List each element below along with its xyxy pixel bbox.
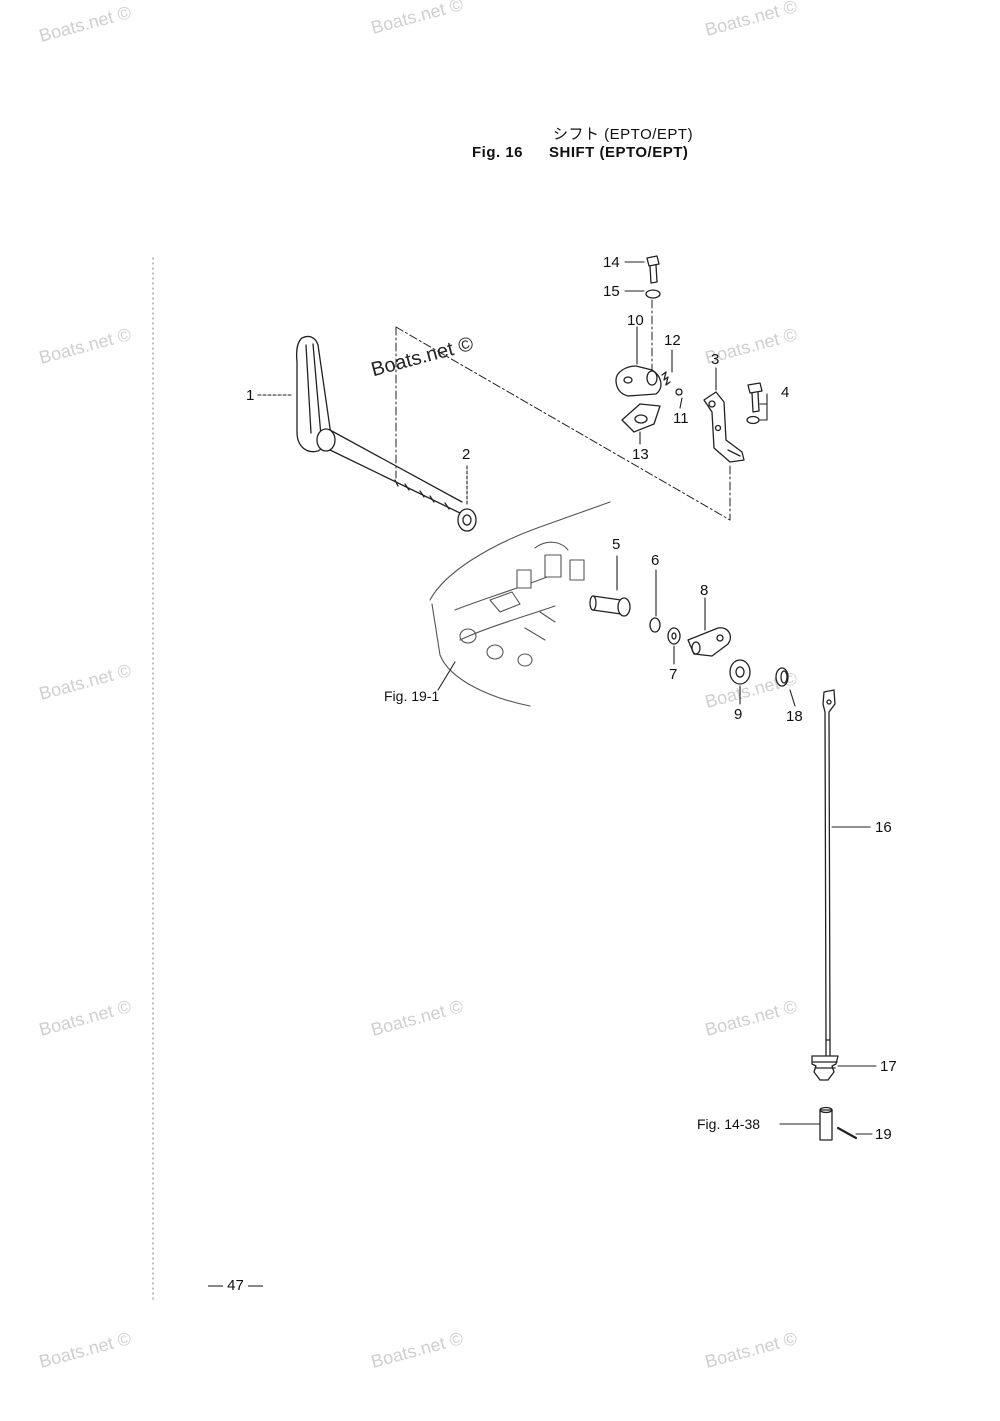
part-2-bushing (457, 508, 477, 532)
callout-3: 3 (711, 351, 720, 368)
callout-5: 5 (612, 536, 621, 553)
callout-12: 12 (664, 332, 681, 349)
callout-4: 4 (781, 384, 790, 401)
callout-13: 13 (632, 446, 649, 463)
assembly-leader (395, 299, 731, 521)
callout-18: 18 (786, 708, 803, 725)
callout-10: 10 (627, 312, 644, 329)
part-10-clamp (615, 365, 662, 397)
part-6-washer (649, 617, 661, 633)
callout-17: 17 (880, 1058, 897, 1075)
part-4-screw (746, 382, 763, 425)
callout-1: 1 (246, 387, 255, 404)
part-19-pin (836, 1126, 858, 1140)
engine-block-reference (429, 501, 611, 707)
callout-7: 7 (669, 666, 678, 683)
figure-number: Fig. 16 (472, 144, 524, 161)
lower-shift-shaft (819, 1106, 833, 1141)
figure-reference-14-38: Fig. 14-38 (697, 1116, 761, 1132)
part-13-gasket (621, 403, 661, 433)
part-14-bolt (646, 255, 660, 284)
part-12-spring (661, 371, 671, 386)
callout-11: 11 (673, 410, 689, 427)
part-1-shift-lever (296, 335, 463, 515)
part-9-nut (729, 659, 751, 685)
part-3-bracket (703, 391, 745, 463)
callout-15: 15 (603, 283, 620, 300)
figure-title: SHIFT (EPTO/EPT) (549, 144, 689, 161)
figure-title-jp: シフト (EPTO/EPT) (553, 126, 694, 143)
callout-leaders (257, 261, 877, 1135)
figure-reference-19-1: Fig. 19-1 (384, 688, 440, 704)
part-11-ball (675, 388, 683, 396)
part-7-washer (667, 627, 681, 645)
part-15-washer (645, 289, 661, 299)
callout-9: 9 (734, 706, 743, 723)
page-number: — 47 — (208, 1277, 264, 1294)
part-17-rod-guide (811, 1055, 839, 1081)
part-16-shift-rod (822, 689, 836, 1056)
part-18-grommet (775, 667, 789, 687)
callout-14: 14 (603, 254, 620, 271)
callout-16: 16 (875, 819, 892, 836)
part-8-shift-arm (687, 627, 732, 657)
callout-19: 19 (875, 1126, 892, 1143)
callout-8: 8 (700, 582, 709, 599)
callout-2: 2 (462, 446, 471, 463)
callout-6: 6 (651, 552, 660, 569)
part-5-shift-shaft (589, 595, 631, 617)
